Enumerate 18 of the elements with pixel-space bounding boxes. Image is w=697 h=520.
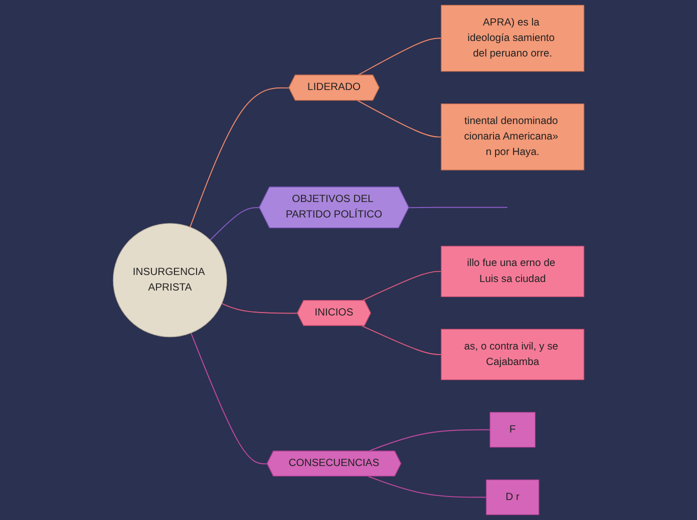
connector [368,429,490,452]
connector [221,302,298,314]
node-box: illo fue una erno de Luis sa ciudad [440,246,584,298]
connector [368,476,487,498]
connector [357,100,442,138]
node-circle: INSURGENCIA APRISTA [112,223,227,338]
connector [190,87,290,228]
node-box: APRA) es la ideología samiento del peruano orre. [440,4,584,72]
connector [361,270,442,302]
node-box: as, o contra ivil, y se Cajabamba [440,328,584,380]
connector [210,207,260,241]
connector [190,332,268,464]
node-box: F [490,412,536,448]
node-box: D r [486,479,540,516]
connector [361,325,442,355]
connector [408,206,508,208]
connector [357,38,442,76]
node-box: tinental denominado cionaria Americana» n por Haya. [440,104,584,170]
